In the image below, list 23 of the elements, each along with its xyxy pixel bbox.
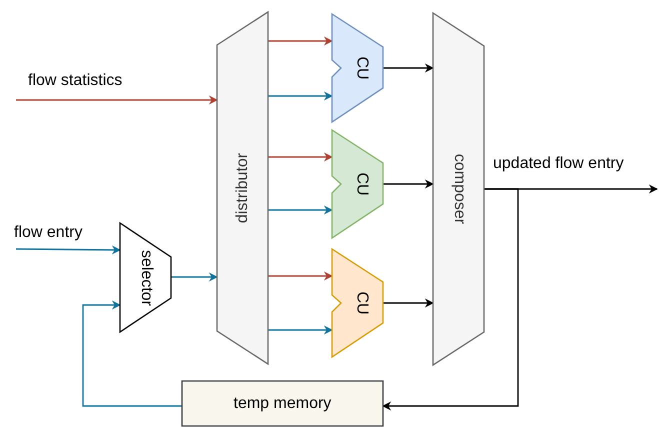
arrow <box>268 326 333 334</box>
arrow <box>268 272 333 280</box>
block-label: temp memory <box>234 394 332 412</box>
block-label: distributor <box>234 152 252 224</box>
arrow <box>268 206 333 214</box>
edge-label: updated flow entry <box>493 155 624 173</box>
arrow <box>268 92 333 100</box>
block-label: selector <box>136 249 155 306</box>
arrow <box>268 152 333 162</box>
block-label: CU <box>352 291 371 315</box>
arrow <box>16 245 121 254</box>
edge-label: flow entry <box>14 224 82 242</box>
block-label: CU <box>352 56 371 80</box>
arrow <box>382 188 519 410</box>
arrow <box>383 64 434 72</box>
arrow <box>82 300 182 407</box>
arrow <box>383 180 434 188</box>
arrow <box>383 298 434 308</box>
block-label: composer <box>450 154 468 224</box>
arrow <box>171 272 218 282</box>
block-label: CU <box>352 172 371 196</box>
arrow <box>268 36 333 46</box>
arrow <box>16 96 218 104</box>
